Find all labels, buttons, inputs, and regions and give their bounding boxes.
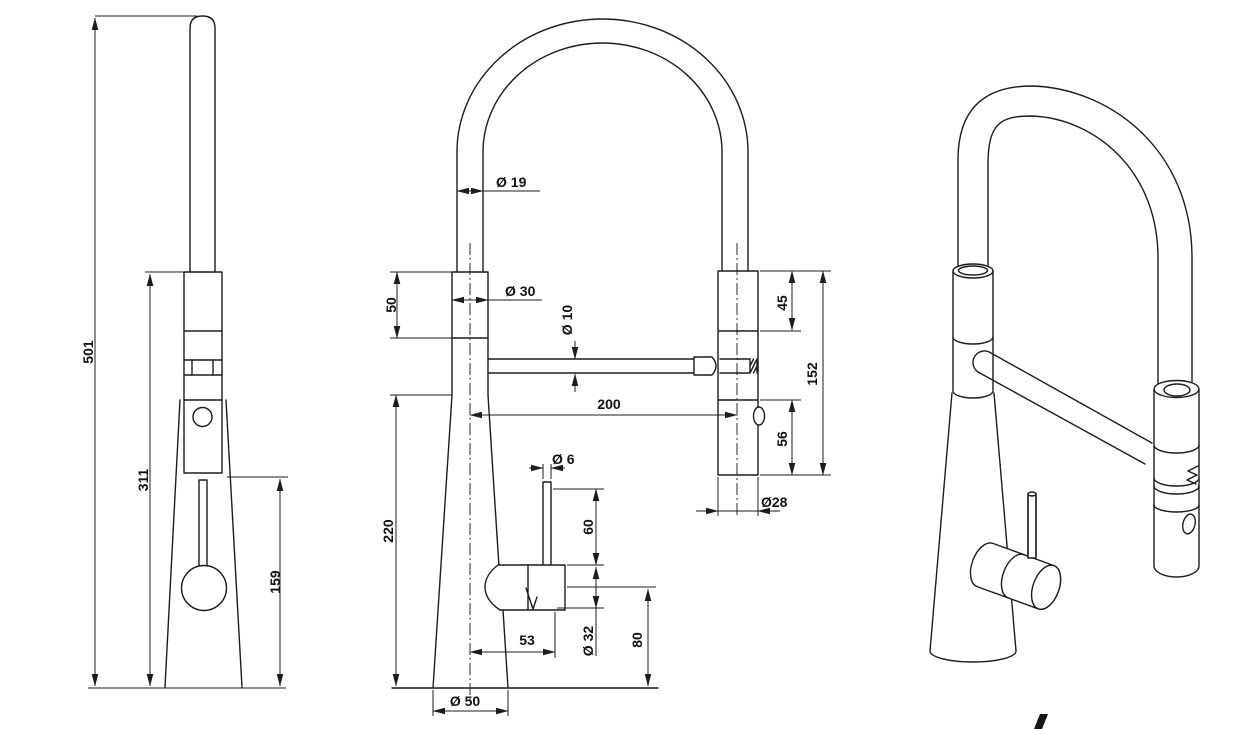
side-view-dimensions: 501 311 159 (80, 15, 288, 689)
front-view-centerlines (469, 243, 738, 700)
front-view-outline (391, 18, 766, 689)
dim-neck-diameter: Ø 30 (505, 283, 536, 299)
side-view: 501 311 159 (80, 15, 288, 689)
dim-body-height: 220 (380, 519, 396, 543)
spray-button (1181, 513, 1197, 535)
dim-spout-tube-diameter: Ø 19 (496, 174, 527, 190)
front-view-dimensions: Ø 19 Ø 30 50 Ø 10 200 45 152 (380, 174, 831, 716)
logo-mark (1034, 714, 1048, 729)
front-view: Ø 19 Ø 30 50 Ø 10 200 45 152 (380, 18, 831, 716)
perspective-view (929, 85, 1200, 729)
dim-upper-height: 311 (135, 468, 151, 491)
dim-head-upper-section: 45 (774, 295, 790, 311)
thread-detail (1186, 465, 1199, 485)
dim-head-lower-section: 56 (774, 431, 790, 447)
dim-lever-offset: 53 (519, 632, 535, 648)
dim-head-total-length: 152 (804, 362, 820, 386)
dim-lever-knob-height: 80 (629, 632, 645, 648)
dim-lever-rod-height: 60 (580, 519, 596, 535)
lever-knob (969, 542, 1062, 610)
dim-total-height: 501 (80, 340, 96, 364)
dim-neck-height: 50 (383, 297, 399, 313)
dim-support-arm-length: 200 (597, 396, 621, 412)
side-view-outline (164, 15, 243, 688)
dim-base-diameter: Ø 50 (450, 693, 481, 709)
dim-lever-rod-diameter: Ø 6 (552, 451, 575, 467)
dim-lever-knob-diameter: Ø 32 (580, 626, 596, 657)
dim-head-diameter: Ø28 (761, 494, 788, 510)
dim-support-arm-diameter: Ø 10 (559, 305, 575, 336)
dim-handle-height: 159 (267, 570, 283, 594)
